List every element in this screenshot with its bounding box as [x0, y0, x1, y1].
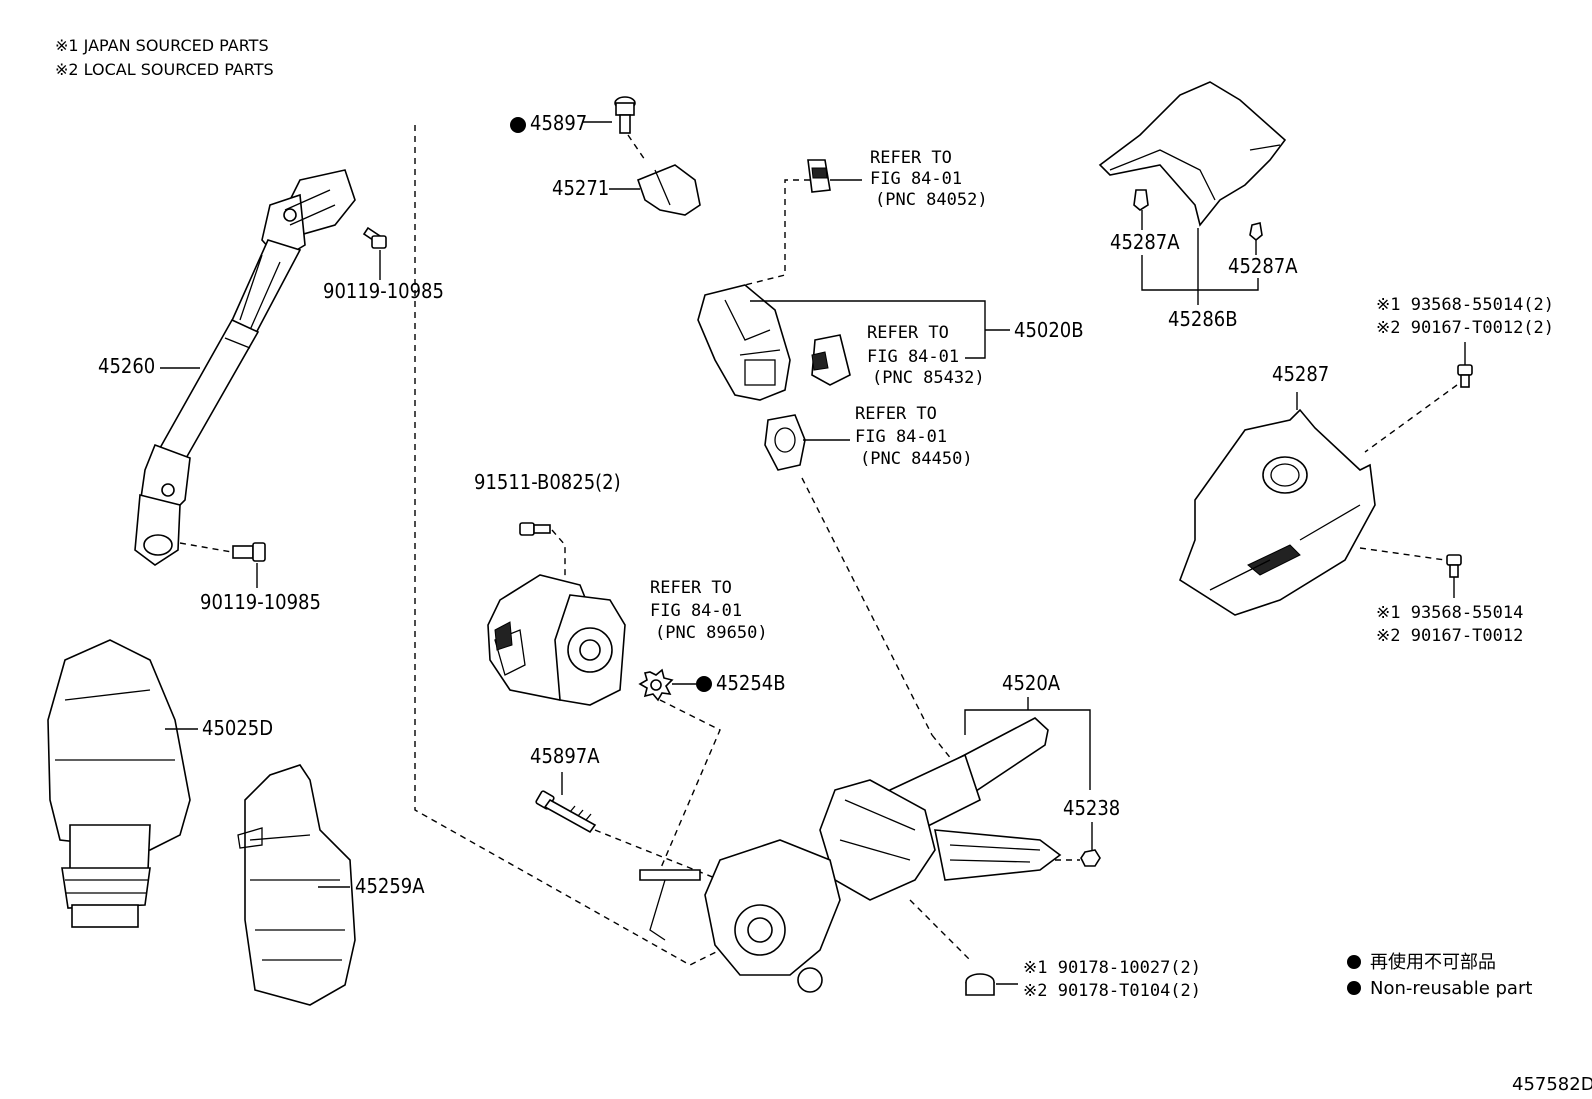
ref-89650-line2: FIG 84-01: [650, 601, 742, 621]
label-45271: 45271: [552, 176, 609, 200]
legend-dot-jp: [1347, 955, 1361, 969]
label-45025D: 45025D: [202, 716, 273, 740]
screw-upper-drawing: [1457, 364, 1473, 388]
label-45897: 45897: [530, 111, 587, 135]
coil-84450-drawing: [764, 414, 806, 471]
label-90167-T0012: ※2 90167-T0012: [1376, 626, 1523, 646]
legend-dot-en: [1347, 981, 1361, 995]
label-45897A: 45897A: [530, 744, 600, 768]
label-90167-T0012-2: ※2 90167-T0012(2): [1376, 318, 1554, 338]
ref-84052-line2: FIG 84-01: [870, 169, 962, 189]
ref-84450-line3: (PNC 84450): [860, 449, 973, 469]
housing-45020b-drawing: [697, 284, 791, 401]
screw-lower-drawing: [1446, 554, 1462, 578]
clip-45287a-right-drawing: [1249, 222, 1263, 242]
connector-84052-drawing: [807, 159, 831, 193]
label-45287A-left: 45287A: [1110, 230, 1180, 254]
lower-cover-45287-drawing: [1179, 408, 1376, 616]
ref-85432-line2: FIG 84-01: [867, 347, 959, 367]
bolt-91511-drawing: [519, 522, 551, 536]
label-93568-55014: ※1 93568-55014: [1376, 603, 1523, 623]
non-reusable-dot-45897: [510, 117, 526, 133]
label-45238: 45238: [1063, 796, 1120, 820]
switch-85432-drawing: [811, 334, 851, 386]
label-45286B: 45286B: [1168, 307, 1238, 331]
bolt-90119-lower-drawing: [232, 542, 266, 562]
label-90178-T0104: ※2 90178-T0104(2): [1023, 981, 1201, 1001]
label-45020B: 45020B: [1014, 318, 1084, 342]
motor-89650-drawing: [487, 574, 626, 706]
gear-45254b-drawing: [638, 668, 674, 702]
label-45259A: 45259A: [355, 874, 425, 898]
ref-84052-line3: (PNC 84052): [875, 190, 988, 210]
note-japan-sourced: ※1 JAPAN SOURCED PARTS: [55, 36, 269, 55]
cover-45271-drawing: [636, 164, 701, 216]
ref-85432-line1: REFER TO: [867, 323, 949, 343]
label-90119-10985-lower: 90119-10985: [200, 590, 321, 614]
ref-84450-line2: FIG 84-01: [855, 427, 947, 447]
label-45254B: 45254B: [716, 671, 786, 695]
ref-85432-line3: (PNC 85432): [872, 368, 985, 388]
label-4520A: 4520A: [1002, 671, 1061, 695]
label-45287: 45287: [1272, 362, 1329, 386]
intermediate-shaft-drawing: [134, 169, 356, 566]
ref-89650-line1: REFER TO: [650, 578, 732, 598]
steering-column-4520a-drawing: [639, 717, 1062, 993]
ref-89650-line3: (PNC 89650): [655, 623, 768, 643]
legend-non-reusable-jp: 再使用不可部品: [1370, 952, 1496, 973]
steering-cover-45259a-drawing: [237, 764, 356, 1006]
ref-84052-line1: REFER TO: [870, 148, 952, 168]
non-reusable-dot-45254b: [696, 676, 712, 692]
steering-boot-45025d-drawing: [47, 639, 191, 928]
label-90178-10027: ※1 90178-10027(2): [1023, 958, 1201, 978]
knob-45897-drawing: [614, 96, 636, 134]
bolt-90119-upper-drawing: [362, 226, 387, 249]
upper-cover-45286b-drawing: [1098, 81, 1287, 227]
label-91511-B0825: 91511-B0825(2): [474, 470, 621, 494]
figure-id: 457582D: [1512, 1074, 1592, 1095]
nut-90178-drawing: [965, 973, 995, 996]
label-90119-10985-upper: 90119-10985: [323, 279, 444, 303]
label-93568-55014-2: ※1 93568-55014(2): [1376, 295, 1554, 315]
ref-84450-line1: REFER TO: [855, 404, 937, 424]
legend-non-reusable-en: Non-reusable part: [1370, 978, 1532, 999]
label-45287A-right: 45287A: [1228, 254, 1298, 278]
bolt-45897a-drawing: [535, 790, 597, 834]
note-local-sourced: ※2 LOCAL SOURCED PARTS: [55, 60, 274, 79]
clip-45287a-left-drawing: [1133, 189, 1149, 211]
label-45260: 45260: [98, 354, 155, 378]
nut-45238-drawing: [1080, 849, 1101, 867]
